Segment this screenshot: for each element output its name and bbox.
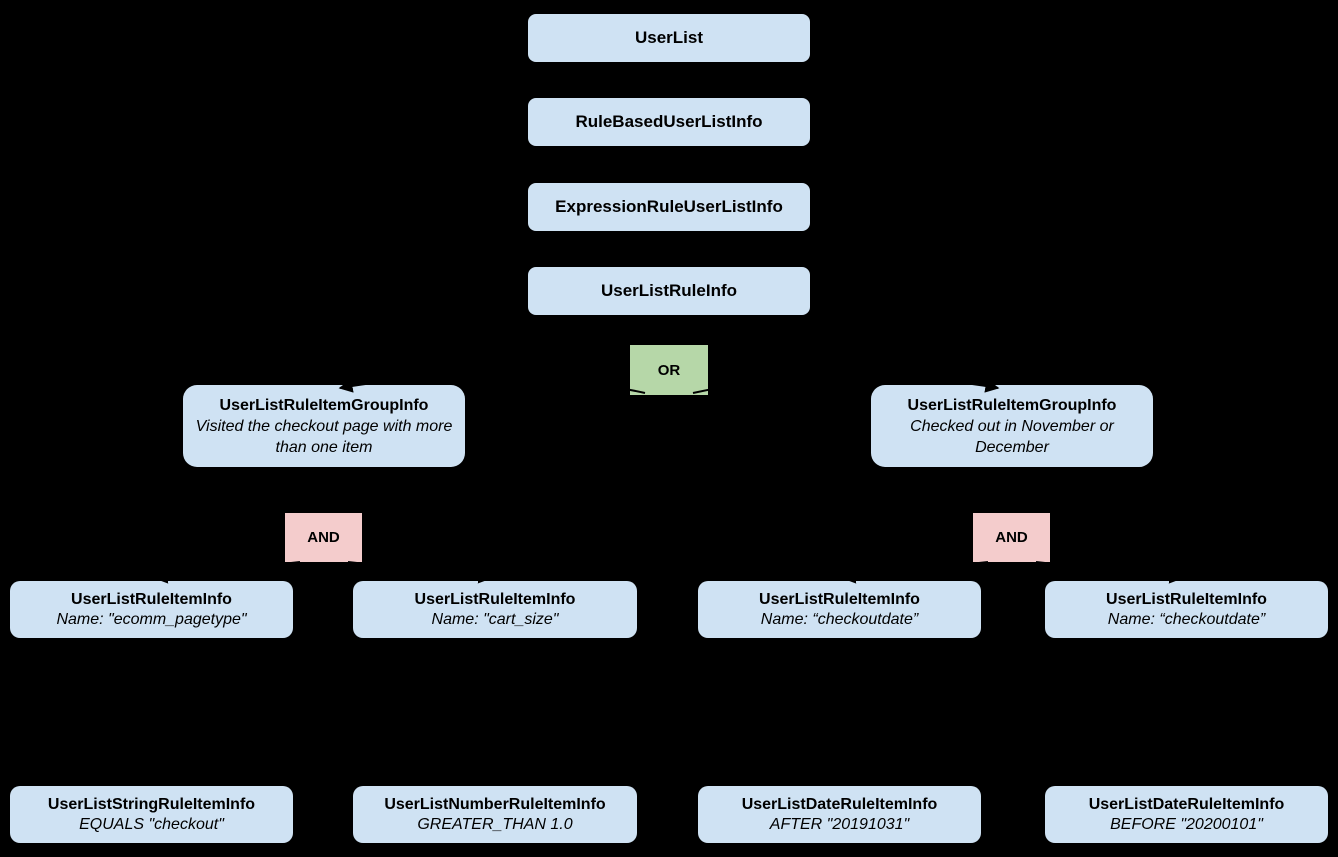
- rule-item-title: UserListRuleItemInfo: [414, 590, 576, 608]
- rule-item-node: UserListRuleItemInfo Name: "ecomm_pagety…: [10, 581, 293, 638]
- group-description: Visited the checkout page with more than…: [195, 417, 453, 456]
- and-operator-label: AND: [307, 529, 340, 546]
- operand-subtitle: GREATER_THAN 1.0: [417, 815, 573, 833]
- rule-item-subtitle: Name: “checkoutdate”: [1107, 610, 1266, 628]
- rule-item-subtitle: Name: "cart_size": [431, 610, 559, 628]
- rule-item-title: UserListRuleItemInfo: [71, 590, 232, 608]
- operand-title: UserListNumberRuleItemInfo: [384, 795, 606, 813]
- group-title: UserListRuleItemGroupInfo: [219, 396, 429, 414]
- rule-item-node: UserListRuleItemInfo Name: “checkoutdate…: [698, 581, 981, 638]
- group-node-left: UserListRuleItemGroupInfo Visited the ch…: [183, 385, 465, 467]
- and-operator-node-left: AND: [285, 513, 362, 562]
- rule-item-subtitle: Name: “checkoutdate”: [760, 610, 919, 628]
- and-operator-label: AND: [995, 529, 1028, 546]
- operand-title: UserListStringRuleItemInfo: [47, 795, 256, 813]
- rule-item-subtitle: Name: "ecomm_pagetype": [56, 610, 247, 628]
- group-title: UserListRuleItemGroupInfo: [907, 396, 1117, 414]
- node-expressionruleuserlistinfo-label: ExpressionRuleUserListInfo: [555, 197, 783, 216]
- operand-subtitle: EQUALS "checkout": [79, 815, 224, 833]
- connector-right-and-to-item3: [841, 561, 989, 584]
- or-operator-label: OR: [657, 361, 681, 379]
- operand-node: UserListNumberRuleItemInfo GREATER_THAN …: [353, 786, 637, 843]
- node-expressionruleuserlistinfo: ExpressionRuleUserListInfo: [528, 183, 810, 231]
- node-userlistruleinfo: UserListRuleInfo: [528, 267, 810, 315]
- rule-item-title: UserListRuleItemInfo: [1106, 590, 1267, 608]
- group-node-right: UserListRuleItemGroupInfo Checked out in…: [871, 385, 1153, 467]
- operand-subtitle: AFTER "20191031": [769, 815, 910, 833]
- node-userlistruleinfo-label: UserListRuleInfo: [600, 281, 738, 300]
- connector-right-and-to-item4: [1035, 561, 1184, 584]
- node-rulebaseduserlistinfo: RuleBasedUserListInfo: [528, 98, 810, 146]
- or-operator-node: OR: [630, 345, 708, 395]
- rule-item-title: UserListRuleItemInfo: [759, 590, 920, 608]
- rule-item-node: UserListRuleItemInfo Name: “checkoutdate…: [1045, 581, 1328, 638]
- node-rulebaseduserlistinfo-label: RuleBasedUserListInfo: [575, 112, 763, 131]
- operand-node: UserListDateRuleItemInfo BEFORE "2020010…: [1045, 786, 1328, 843]
- and-operator-node-right: AND: [973, 513, 1050, 562]
- operand-node: UserListDateRuleItemInfo AFTER "20191031…: [698, 786, 981, 843]
- rule-item-node: UserListRuleItemInfo Name: "cart_size": [353, 581, 637, 638]
- operand-title: UserListDateRuleItemInfo: [1088, 795, 1285, 813]
- node-userlist: UserList: [528, 14, 810, 62]
- operand-subtitle: BEFORE "20200101": [1110, 815, 1263, 833]
- connector-left-and-to-item2: [347, 561, 493, 584]
- operand-title: UserListDateRuleItemInfo: [741, 795, 938, 813]
- node-userlist-label: UserList: [634, 28, 704, 47]
- group-description: Checked out in November or December: [910, 417, 1114, 456]
- operand-node: UserListStringRuleItemInfo EQUALS "check…: [10, 786, 293, 843]
- connector-left-and-to-item1: [153, 561, 301, 584]
